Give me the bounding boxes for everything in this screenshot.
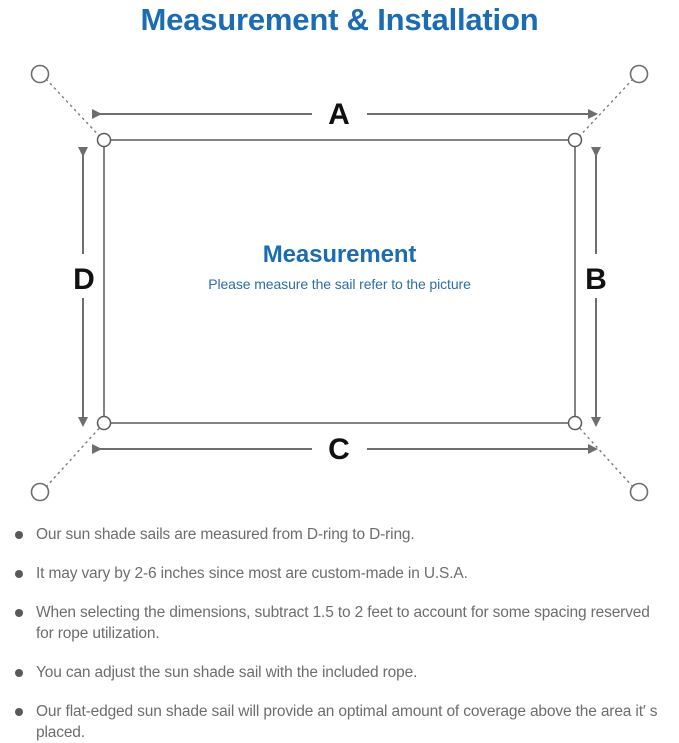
d-ring-top-right bbox=[567, 132, 583, 148]
list-item: When selecting the dimensions, subtract … bbox=[12, 602, 665, 644]
rope-top-left bbox=[45, 78, 105, 142]
list-item: It may vary by 2-6 inches since most are… bbox=[12, 563, 665, 584]
page-title: Measurement & Installation bbox=[140, 2, 539, 37]
sail-rectangle bbox=[103, 139, 576, 424]
note-text: Our sun shade sails are measured from D-… bbox=[36, 526, 415, 543]
bullet-icon bbox=[15, 669, 23, 677]
anchor-rings bbox=[30, 64, 649, 502]
sail-measurement-diagram: A C D B bbox=[0, 46, 679, 516]
d-ring-bottom-right bbox=[567, 415, 583, 431]
rope-bottom-right bbox=[574, 422, 634, 488]
notes-list: Our sun shade sails are measured from D-… bbox=[0, 524, 679, 743]
d-ring-bottom-left bbox=[96, 415, 112, 431]
rope-top-right bbox=[574, 78, 634, 142]
anchor-ring-top-right bbox=[629, 64, 649, 84]
anchor-ring-bottom-right bbox=[629, 482, 649, 502]
dimension-label-b: B bbox=[585, 263, 607, 296]
anchor-ring-bottom-left bbox=[30, 482, 50, 502]
dimension-label-c: C bbox=[328, 433, 350, 466]
rope-lines bbox=[45, 78, 634, 488]
note-text: You can adjust the sun shade sail with t… bbox=[36, 664, 418, 681]
anchor-ring-top-left bbox=[30, 64, 50, 84]
list-item: You can adjust the sun shade sail with t… bbox=[12, 662, 665, 683]
dimension-label-d: D bbox=[73, 263, 95, 296]
list-item: Our sun shade sails are measured from D-… bbox=[12, 524, 665, 545]
bullet-icon bbox=[15, 609, 23, 617]
dimension-label-a: A bbox=[328, 98, 350, 131]
note-text: Our flat-edged sun shade sail will provi… bbox=[36, 703, 658, 741]
bullet-icon bbox=[15, 708, 23, 716]
d-rings bbox=[96, 132, 583, 431]
rope-bottom-left bbox=[45, 422, 105, 488]
note-text: When selecting the dimensions, subtract … bbox=[36, 604, 650, 642]
bullet-icon bbox=[15, 531, 23, 539]
list-item: Our flat-edged sun shade sail will provi… bbox=[12, 701, 665, 743]
d-ring-top-left bbox=[96, 132, 112, 148]
note-text: It may vary by 2-6 inches since most are… bbox=[36, 565, 468, 582]
bullet-icon bbox=[15, 570, 23, 578]
